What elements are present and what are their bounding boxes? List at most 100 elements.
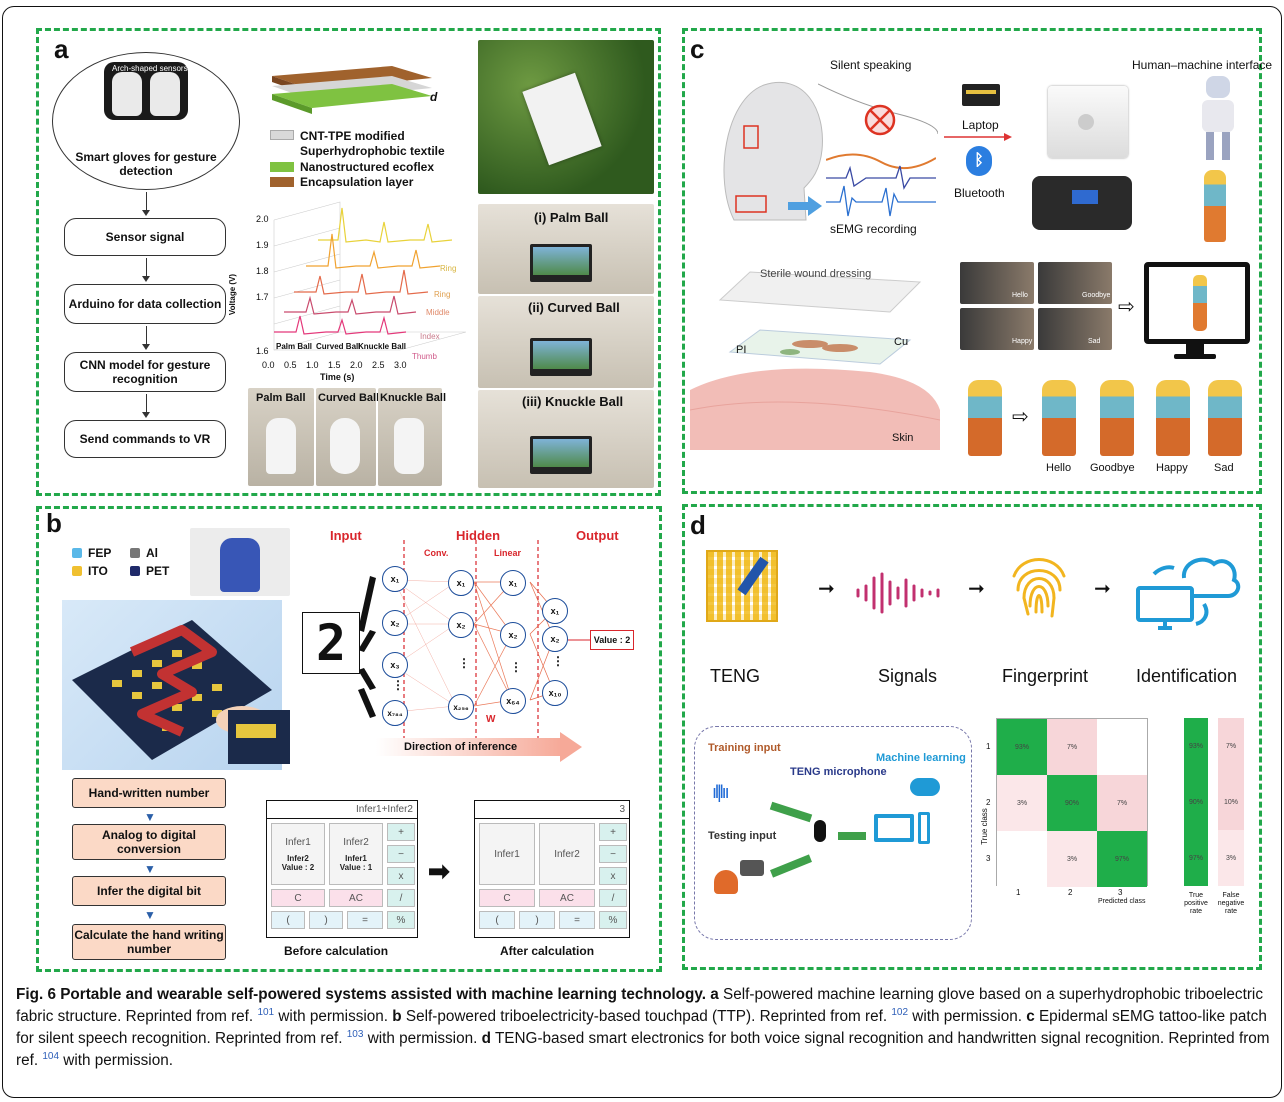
panel-b: [36, 506, 662, 972]
panel-d-label: d: [690, 510, 706, 540]
calc-before-key-times[interactable]: x: [387, 867, 415, 885]
figure-caption: Fig. 6 Portable and wearable self-powere…: [16, 984, 1274, 1072]
plot-xtick-2: 1.0: [306, 360, 319, 370]
calc-before-infer2-title: Infer2: [343, 836, 369, 848]
avatar-goodbye: [1100, 380, 1134, 456]
hand-photo-palm-label: Palm Ball: [256, 392, 306, 404]
caption-ref-104[interactable]: 104: [42, 1050, 60, 1062]
nn-input-title: Input: [330, 528, 362, 543]
calc-after-key-plus[interactable]: +: [599, 823, 627, 841]
nn-dots-3: ⋮: [510, 660, 522, 674]
pipeline-arrow-2: ➞: [968, 578, 985, 600]
calc-before-key-divide[interactable]: /: [387, 889, 415, 907]
calc-before-key-plus[interactable]: +: [387, 823, 415, 841]
calc-after-key-c[interactable]: C: [479, 889, 535, 907]
cm-xlabel: Predicted class: [1098, 898, 1146, 905]
robot-figure: [1196, 76, 1240, 162]
plot-event-knuckle: Knuckle Ball: [358, 342, 407, 351]
hollow-arrow-2: ⇨: [1012, 406, 1029, 428]
face-photo-happy: [960, 308, 1034, 350]
calc-after-key-close[interactable]: ): [519, 911, 555, 929]
nn-node-x4-1: x₁: [542, 598, 568, 624]
calc-before-infer2: Infer2 Infer1 Value : 1: [329, 823, 383, 885]
plot-ytick-0: 2.0: [256, 214, 269, 224]
caption-ref-103[interactable]: 103: [346, 1028, 364, 1040]
panel-b-label: b: [46, 508, 62, 538]
calc-after-key-open[interactable]: (: [479, 911, 515, 929]
calc-after-key-minus[interactable]: −: [599, 845, 627, 863]
flow-step-2: Arduino for data collection: [64, 284, 226, 324]
hand-photo-knuckle-label: Knuckle Ball: [380, 392, 447, 404]
plot-channel-ring2: Ring: [434, 290, 451, 299]
plot-xtick-4: 2.0: [350, 360, 363, 370]
cm-row-label-1: 1: [986, 742, 991, 751]
plot-ytick-4: 1.6: [256, 346, 269, 356]
right-arrow-blue: [788, 196, 822, 216]
plot-channel-middle: Middle: [426, 308, 450, 317]
nn-dots-1: ⋮: [392, 678, 404, 692]
monitor-stand: [1186, 344, 1204, 356]
plot-channel-thumb: Thumb: [412, 352, 437, 361]
cm-cell-3-1: [997, 831, 1047, 887]
calc-before-key-ac[interactable]: AC: [329, 889, 383, 907]
speech-bubble-icon: [740, 860, 764, 876]
cm-row-label-2: 2: [986, 798, 991, 807]
ito-icon: [72, 566, 82, 576]
cm-tpr-label: True positive rate: [1184, 892, 1208, 915]
thinking-cloud-icon: [910, 778, 940, 796]
al-icon: [130, 548, 140, 558]
calc-after-key-times[interactable]: x: [599, 867, 627, 885]
hand-photo-curved-label: Curved Ball: [318, 392, 380, 404]
calc-before-key-equals[interactable]: =: [347, 911, 383, 929]
cm-col-label-2: 2: [1068, 888, 1073, 897]
calc-before-display: Infer1+Infer2: [267, 801, 417, 819]
green-arrow-ml: [838, 832, 866, 840]
cm-row-label-3: 3: [986, 854, 991, 863]
textile-layers-illustration: [272, 66, 432, 114]
legend-pet: PET: [146, 564, 170, 578]
cm-cell-3-2: 3%: [1047, 831, 1097, 887]
caption-c-with: with permission.: [367, 1030, 478, 1047]
caption-ref-102[interactable]: 102: [891, 1006, 909, 1018]
cm-tpr-3: 97%: [1184, 830, 1208, 886]
machine-learning-label: Machine learning: [876, 752, 966, 764]
hmi-label: Human–machine interface: [1132, 58, 1273, 72]
calc-before-infer2-sub1: Infer1: [345, 853, 367, 863]
tattoo-patch-diagram: [690, 271, 940, 450]
face-label-sad: Sad: [1088, 338, 1101, 345]
calc-before-key-minus[interactable]: −: [387, 845, 415, 863]
caption-end: with permission.: [63, 1052, 173, 1069]
calc-after-key-ac[interactable]: AC: [539, 889, 595, 907]
calc-after-key-divide[interactable]: /: [599, 889, 627, 907]
calc-before-key-c[interactable]: C: [271, 889, 325, 907]
calc-after-infer1: Infer1: [479, 823, 535, 885]
face-photo-goodbye: [1038, 262, 1112, 304]
digit-input-image: 2: [302, 612, 360, 674]
direction-arrow: [376, 738, 562, 756]
skin-label: Skin: [892, 432, 914, 444]
silent-speaking-label: Silent speaking: [830, 58, 912, 72]
caption-ref-101[interactable]: 101: [257, 1006, 275, 1018]
nn-conv-label: Conv.: [424, 548, 449, 558]
dressing-label: Sterile wound dressing: [760, 268, 872, 280]
legend-al: Al: [146, 546, 158, 560]
legend-swatch-encap: [270, 177, 294, 187]
avatar-happy: [1156, 380, 1190, 456]
calc-after-key-percent[interactable]: %: [599, 911, 627, 929]
textile-sample: [522, 72, 602, 166]
calc-before-key-open[interactable]: (: [271, 911, 305, 929]
calc-before-key-close[interactable]: ): [309, 911, 343, 929]
calc-after-key-equals[interactable]: =: [559, 911, 595, 929]
left-glove: [112, 72, 142, 116]
flow-arrow-1: [142, 192, 150, 216]
calc-before-infer1-title: Infer1: [285, 836, 311, 848]
flow-arrow-3: [142, 326, 150, 350]
calc-before-key-percent[interactable]: %: [387, 911, 415, 929]
microphone-icon: [814, 820, 826, 842]
caption-c-label: c: [1026, 1008, 1035, 1025]
caption-a-label: a: [710, 986, 719, 1003]
plot-ytick-3: 1.7: [256, 292, 269, 302]
legend-swatch-ecoflex: [270, 162, 294, 172]
teng-microphone-label: TENG microphone: [790, 766, 887, 778]
pipeline-label-signals: Signals: [878, 666, 938, 686]
